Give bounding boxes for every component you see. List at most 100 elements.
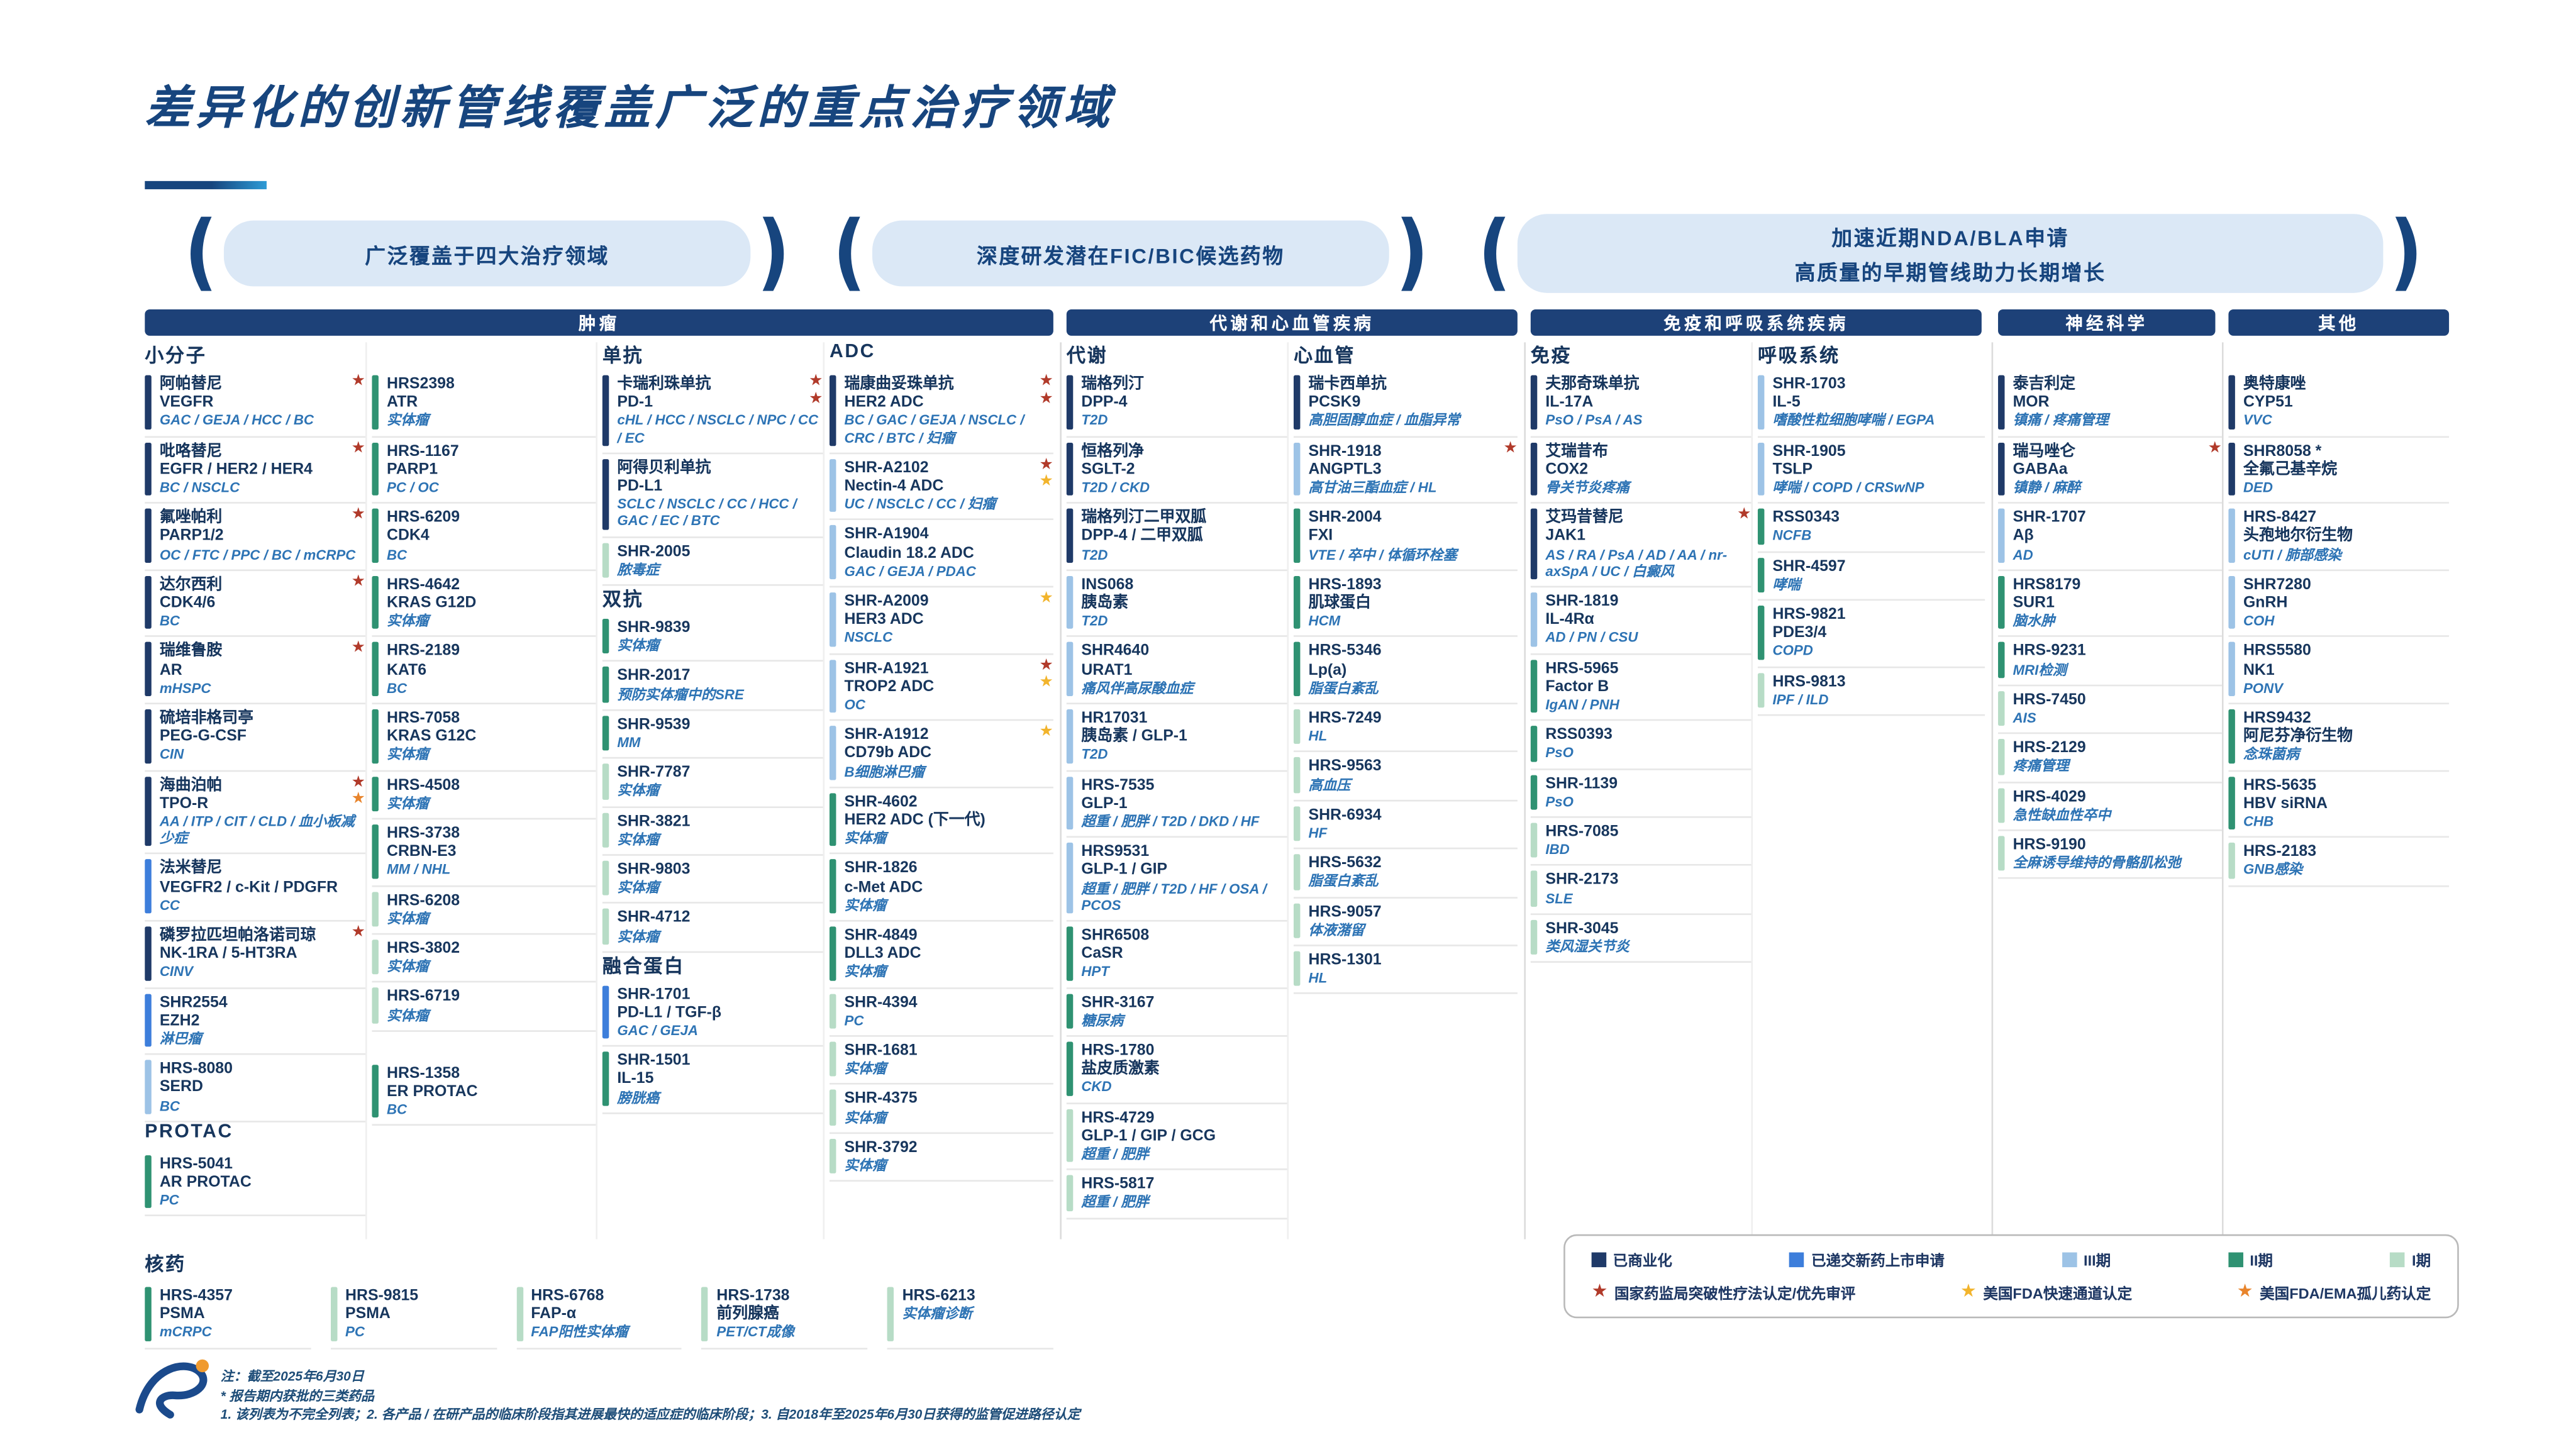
phase-bar-p2: [372, 575, 379, 629]
note-line: 注：截至2025年6月30日: [220, 1369, 364, 1384]
star-cn-icon: ★: [1503, 438, 1518, 457]
phase-bar-p2: [372, 1064, 379, 1118]
drug-target: 头孢地尔衍生物: [2243, 527, 2353, 546]
drug-name: SHR-4394: [844, 993, 918, 1012]
drug-name: HRS-6719: [386, 988, 460, 1006]
drug-target: ER PROTAC: [386, 1082, 478, 1101]
star-cn-icon: ★: [1591, 1282, 1608, 1302]
phase-bar-commercial: [145, 709, 152, 763]
drug-indications: UC / NSCLC / CC / 妇瘤: [844, 496, 996, 513]
phase-bar-p3: [829, 592, 836, 646]
column-divider: [1524, 342, 1526, 1239]
drug-indications: cHL / HCC / NSCLC / NPC / CC / EC: [617, 412, 819, 446]
drug-indications: 实体瘤: [617, 830, 660, 848]
category-bar-2: 代谢和心血管疾病: [1066, 309, 1518, 336]
drug-indications: 全麻诱导维持的骨骼肌松弛: [2012, 854, 2181, 871]
drug-name: HRS-6213: [902, 1287, 975, 1306]
drug-indications: 实体瘤: [386, 958, 429, 975]
drug-indications: 类风湿关节炎: [1545, 938, 1629, 955]
phase-bar-commercial: [2228, 375, 2235, 429]
drug-target: ATR: [386, 393, 418, 412]
drug-name: 瑞格列汀: [1081, 375, 1144, 394]
drug-name: SHR-3167: [1081, 993, 1155, 1012]
phase-bar-p2: [372, 776, 379, 812]
drug-name: SHR-9803: [617, 860, 691, 879]
phase-bar-p2: [2228, 709, 2235, 763]
drug-target: DPP-4: [1081, 393, 1128, 412]
drug-name: SHR-1707: [2012, 509, 2086, 527]
drug-target: HER2 ADC (下一代): [844, 811, 985, 829]
banner-bracket-left-icon: (: [184, 204, 218, 301]
banner-text: 高质量的早期管线助力长期增长: [1794, 262, 2106, 285]
star-badges: ★: [2208, 440, 2222, 456]
star-badges: ★: [1040, 724, 1053, 740]
drug-target: EGFR / HER2 / HER4: [159, 460, 313, 479]
drug-indications: 嗜酸性粒细胞哮喘 / EGPA: [1772, 412, 1935, 429]
drug-name: SHR-6934: [1308, 806, 1382, 824]
drug-name: 瑞马唑仑: [2012, 441, 2076, 460]
drug-name: HRS-4508: [386, 776, 460, 794]
drug-target: IL-15: [617, 1070, 654, 1089]
phase-bar-commercial: [1066, 375, 1074, 429]
drug-indications: 实体瘤: [617, 637, 660, 654]
drug-name: 卡瑞利珠单抗: [617, 375, 711, 394]
phase-bar-p3: [829, 659, 836, 713]
drug-name: HRS-1301: [1308, 951, 1382, 970]
banner-bracket-right-icon: ): [757, 204, 791, 301]
drug-name: SHR-1701: [617, 985, 691, 1004]
drug-name: HRS-1358: [386, 1064, 460, 1083]
drug-name: HRS-5632: [1308, 854, 1382, 873]
phase-bar-commercial: [1530, 509, 1538, 580]
drug-name: 奥特康唑: [2243, 375, 2306, 394]
drug-name: 达尔西利: [159, 575, 223, 594]
drug-target: Aβ: [2012, 527, 2034, 546]
phase-bar-p1: [1757, 672, 1765, 708]
drug-name: 艾瑞昔布: [1545, 441, 1608, 460]
drug-name: HRS-5817: [1081, 1175, 1155, 1194]
phase-bar-commercial: [1293, 375, 1301, 429]
phase-bar-p3: [1066, 843, 1074, 914]
drug-name: HRS9432: [2243, 709, 2311, 728]
drug-target: 前列腺癌: [716, 1305, 779, 1324]
phase-bar-p1: [1998, 690, 2005, 726]
banner-text: 广泛覆盖于四大治疗领域: [365, 244, 609, 268]
star-badges: ★: [1040, 590, 1053, 606]
star-ft-icon: ★: [1039, 723, 1053, 741]
phase-bar-p3: [1066, 642, 1074, 696]
drug-target: TPO-R: [159, 794, 209, 813]
drug-target: CaSR: [1081, 945, 1123, 963]
star-cn-icon: ★: [1039, 372, 1053, 391]
drug-indications: 哮喘 / COPD / CRSwNP: [1772, 479, 1924, 496]
drug-name: HRS-9231: [2012, 642, 2086, 661]
phase-bar-p2: [1530, 726, 1538, 762]
drug-name: SHR-1703: [1772, 375, 1846, 394]
drug-target: HER2 ADC: [844, 393, 924, 412]
drug-name: HRS-1780: [1081, 1041, 1155, 1060]
drug-name: HRS2398: [386, 375, 455, 394]
drug-name: SHR-2004: [1308, 509, 1382, 527]
